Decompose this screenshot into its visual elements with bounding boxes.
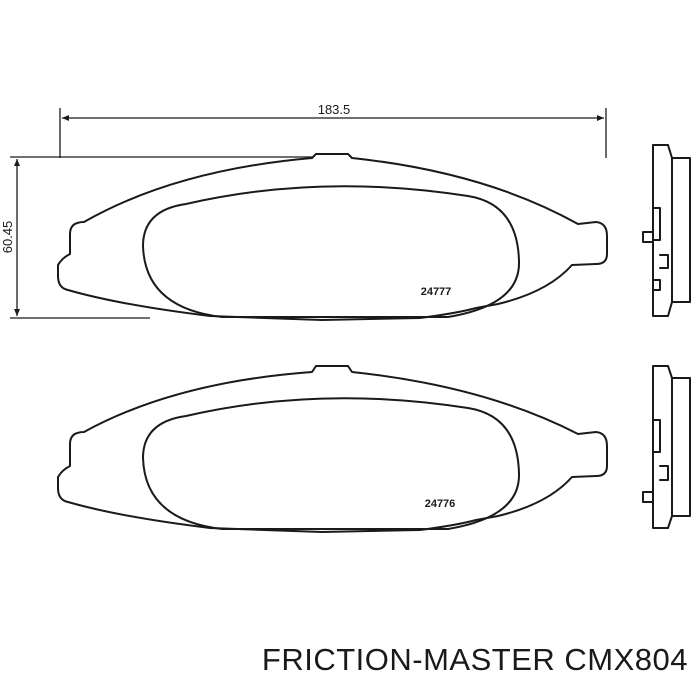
width-dimension-label: 183.5 (318, 102, 351, 117)
pad-code-top: 24777 (421, 286, 452, 298)
brake-pad-side-top (642, 144, 691, 317)
pad-code-bottom: 24776 (425, 498, 456, 510)
brake-pad-bottom: 24776 (57, 365, 608, 533)
height-dimension: 60.45 (0, 156, 312, 319)
brake-pad-top: 24777 (57, 153, 608, 321)
width-dimension: 183.5 (59, 102, 607, 158)
brake-pad-side-bottom (642, 365, 691, 529)
height-dimension-label: 60.45 (0, 221, 15, 254)
product-title: FRICTION-MASTER CMX804 (261, 642, 688, 677)
